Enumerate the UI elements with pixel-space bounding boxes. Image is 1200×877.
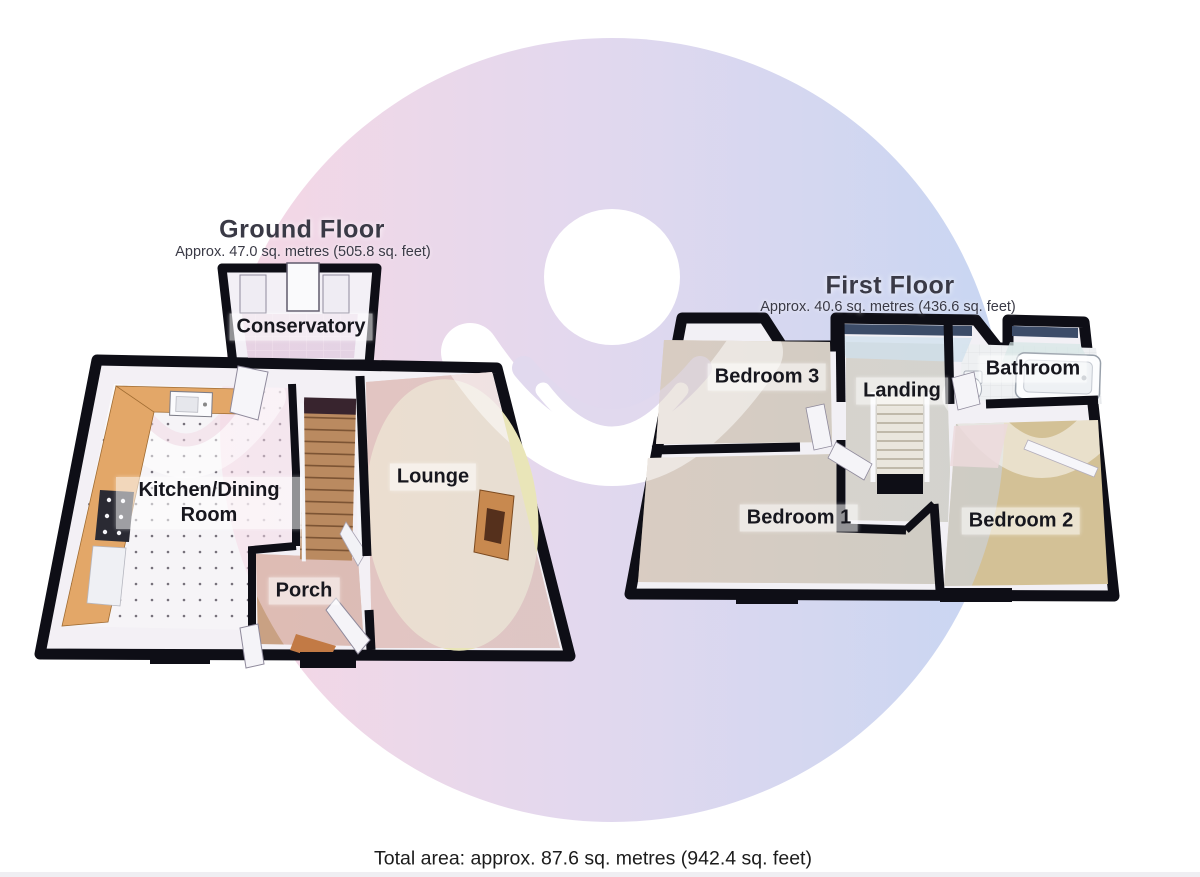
ground-wall-nub	[150, 650, 210, 664]
kitchen-porch-door	[239, 623, 265, 669]
window-glass-landing	[838, 324, 972, 336]
conservatory-door	[286, 262, 320, 312]
bedroom2-closet	[950, 424, 1008, 468]
total-area-text: Total area: approx. 87.6 sq. metres (942…	[374, 847, 812, 870]
bottom-strip	[0, 872, 1200, 877]
ground-interior-walls	[248, 375, 376, 651]
front-door-open	[325, 597, 371, 655]
bedroom2-wardrobe-door	[1023, 439, 1099, 478]
kitchen-appliance	[86, 545, 127, 607]
first-floor-details	[651, 317, 1102, 604]
room-label-lounge: Lounge	[389, 463, 477, 491]
window-light-landing	[840, 336, 972, 362]
lounge-fireplace-opening	[484, 508, 505, 544]
room-label-porch: Porch	[268, 577, 340, 605]
first-floor-title: First Floor	[825, 271, 955, 300]
room-label-bedroom1: Bedroom 1	[739, 504, 859, 532]
room-label-bedroom2: Bedroom 2	[961, 507, 1081, 535]
room-label-conservatory: Conservatory	[229, 313, 373, 341]
first-floor-area: Approx. 40.6 sq. metres (436.6 sq. feet)	[760, 299, 1016, 315]
back-door-open	[229, 365, 269, 421]
kitchen-sink	[169, 390, 213, 418]
conservatory-window-panel	[322, 274, 350, 314]
room-label-kitchen-dining: Kitchen/Dining Room	[116, 477, 302, 529]
first-staircase	[870, 392, 930, 494]
ground-wall-nub	[300, 652, 356, 668]
bedroom2-door	[951, 371, 981, 411]
porch-banister	[339, 521, 367, 567]
ground-floor-area: Approx. 47.0 sq. metres (505.8 sq. feet)	[175, 244, 431, 260]
ground-floor-title: Ground Floor	[219, 215, 385, 244]
conservatory-window-panel	[239, 274, 267, 314]
room-label-landing: Landing	[856, 377, 948, 405]
room-label-bedroom3: Bedroom 3	[707, 363, 827, 391]
ground-floor-details	[61, 365, 515, 669]
bedroom1-door	[827, 441, 873, 481]
first-wall-nub	[940, 588, 1012, 602]
first-wall-nub	[736, 590, 798, 604]
bedroom3-door	[805, 403, 833, 451]
window-glass-bathroom	[1012, 326, 1078, 338]
room-label-bathroom: Bathroom	[978, 355, 1088, 383]
